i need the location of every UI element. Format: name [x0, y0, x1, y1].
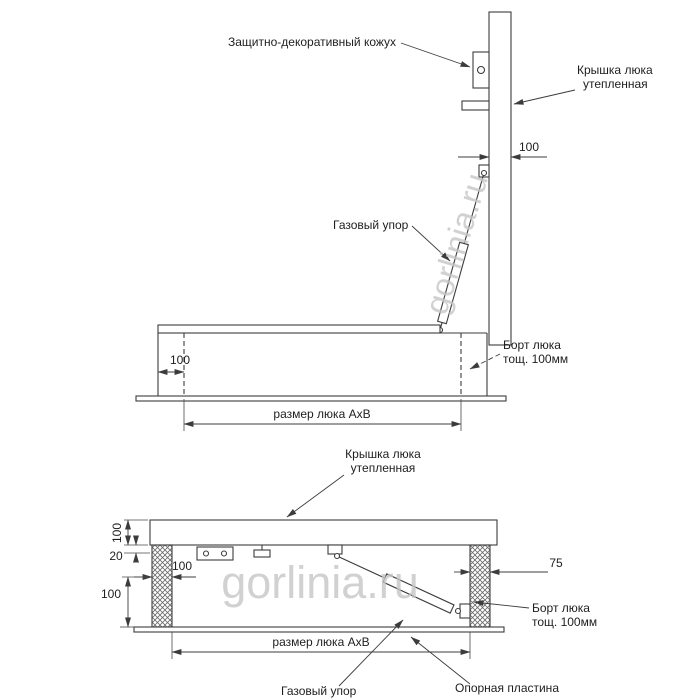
- dim-text: 100: [101, 587, 121, 601]
- closed-lid: [149, 519, 498, 546]
- support-plate: [133, 626, 505, 633]
- label-cover: Крышка люка утепленная: [513, 63, 653, 105]
- handle-knob: [253, 549, 271, 558]
- label-text: тощ. 100мм: [503, 352, 568, 366]
- label-text: Крышка люка: [345, 447, 421, 461]
- label-gas-strut: Газовый упор: [281, 619, 404, 698]
- label-text: утепленная: [583, 77, 648, 91]
- leader-line: [286, 474, 345, 518]
- lid-handle: [461, 100, 490, 111]
- label-text: тощ. 100мм: [532, 615, 597, 629]
- leader-line: [338, 619, 404, 687]
- dim-text: 20: [109, 549, 123, 563]
- dim-hatch-size: размер люка АхВ: [171, 632, 471, 659]
- watermark-text-horizontal: gorlinia.ru: [221, 557, 419, 608]
- label-casing: Защитно-декоративный кожух: [228, 35, 471, 68]
- gas-strut-cylinder: [436, 241, 470, 325]
- leader-line: [411, 225, 451, 262]
- label-text: Опорная пластина: [455, 681, 559, 695]
- casing-screw: [476, 65, 486, 75]
- dim-text: 100: [519, 140, 539, 154]
- leader-line: [410, 636, 471, 685]
- base-plate: [135, 395, 507, 402]
- dim-text: 100: [110, 523, 124, 543]
- top-view-drawing: 100 100 размер люка АхВ Защитно-декорати…: [135, 11, 653, 431]
- leader-line: [400, 42, 471, 68]
- label-cover: Крышка люка утепленная: [286, 447, 421, 518]
- lock-screw: [202, 550, 210, 557]
- label-support-plate: Опорная пластина: [410, 636, 559, 695]
- label-text: Борт люка: [503, 338, 561, 352]
- hatch-box-outline: [157, 332, 488, 396]
- bottom-view-drawing: 100 20 100 100 75: [101, 447, 597, 698]
- dim-hatch-size: размер люка АхВ: [183, 399, 462, 431]
- leader-line: [513, 89, 576, 105]
- strut-pivot-lid: [333, 552, 341, 560]
- label-text: Газовый упор: [281, 684, 357, 698]
- dim-text: 100: [172, 559, 192, 573]
- leader-line: [469, 353, 501, 370]
- dim-lid-thickness: 100: [458, 140, 547, 160]
- strut-mount-lid: [327, 544, 343, 555]
- left-wall-section: [151, 544, 173, 628]
- label-text: Борт люка: [532, 601, 590, 615]
- strut-mount-wall: [459, 603, 471, 619]
- strut-pivot-top: [480, 169, 488, 177]
- label-text: утепленная: [351, 461, 416, 475]
- watermark-text-diagonal: gorlinia.ru: [417, 169, 495, 318]
- lock-screw: [220, 550, 228, 557]
- dim-lid-thickness: 100: [110, 519, 148, 546]
- label-text: Крышка люка: [577, 63, 653, 77]
- label-text: Защитно-декоративный кожух: [228, 35, 396, 49]
- label-text: Газовый упор: [333, 218, 409, 232]
- dim-offset: 75: [454, 556, 563, 575]
- gas-strut-cylinder: [382, 573, 455, 614]
- hatch-flange: [157, 324, 441, 334]
- dim-text: 100: [170, 353, 190, 367]
- dim-depth: 100: [101, 576, 148, 628]
- label-bort: Борт люка тощ. 100мм: [469, 338, 568, 370]
- open-lid: [488, 11, 512, 346]
- dim-text: размер люка АхВ: [272, 635, 369, 649]
- strut-pivot-wall: [454, 607, 462, 615]
- dim-wall-thickness: 100: [157, 353, 190, 375]
- label-bort: Борт люка тощ. 100мм: [473, 600, 597, 629]
- right-wall-section: [469, 544, 491, 628]
- leader-line: [473, 600, 530, 609]
- dim-lip-gap: 20: [109, 535, 150, 563]
- label-gas-strut: Газовый упор: [333, 218, 451, 262]
- dim-text: 75: [549, 556, 563, 570]
- lock-housing: [196, 546, 234, 561]
- dim-text: размер люка АхВ: [273, 407, 370, 421]
